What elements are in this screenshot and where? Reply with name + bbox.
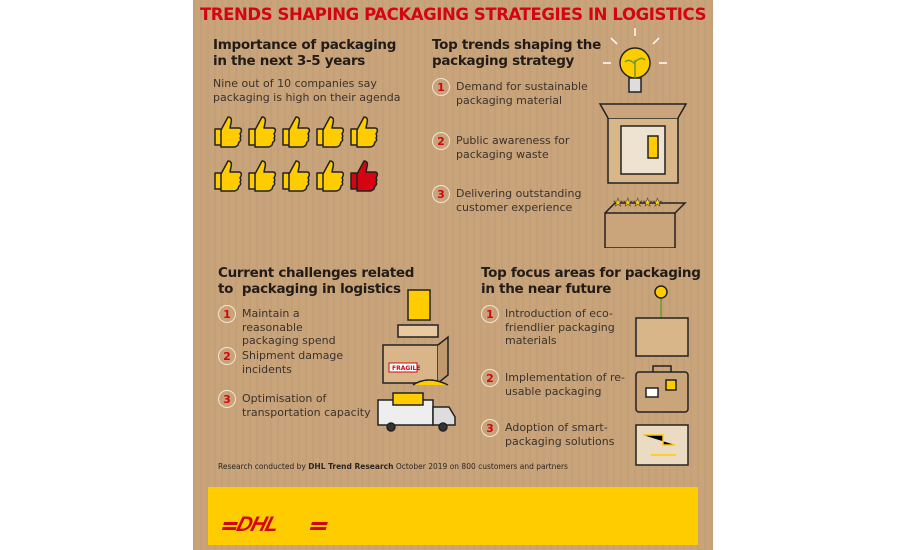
focus-item: 2 Implementation of re-usable packaging <box>481 369 635 398</box>
thumbs-up-icon <box>211 157 245 197</box>
truck-icon <box>377 392 456 432</box>
dhl-logo: DHL <box>219 512 330 539</box>
challenge-item: 3 Optimisation of transportation capacity <box>218 390 372 419</box>
item-text: Shipment damage incidents <box>242 349 344 376</box>
logo-text: DHL <box>234 512 280 534</box>
page-title: TRENDS SHAPING PACKAGING STRATEGIES IN L… <box>199 5 707 24</box>
item-text: Optimisation of transportation capacity <box>242 392 371 419</box>
heading-line: Importance of packaging <box>213 37 397 53</box>
item-text: Delivering outstanding customer experien… <box>456 187 582 214</box>
item-text: Adoption of smart-packaging solutions <box>505 421 615 448</box>
open-box-icon <box>598 103 688 184</box>
number-badge: 1 <box>432 78 450 96</box>
thumbs-up-grid <box>211 113 381 197</box>
fragile-label <box>388 362 418 373</box>
item-text: Demand for sustainable packaging materia… <box>456 80 588 107</box>
item-text: Public awareness for packaging waste <box>456 134 570 161</box>
trend-item: 1 Demand for sustainable packaging materi… <box>432 78 606 107</box>
thumbs-up-icon <box>245 113 279 153</box>
heading-line: packaging strategy <box>432 52 575 69</box>
trend-item: 2 Public awareness for packaging waste <box>432 132 576 161</box>
trend-item: 3 Delivering outstanding customer experie… <box>432 185 586 214</box>
thumbs-up-icon <box>347 157 381 197</box>
thumbs-up-icon <box>313 157 347 197</box>
item-text: Implementation of re-usable packaging <box>505 371 625 398</box>
suitcase-box-icon <box>635 365 689 413</box>
thumbs-up-icon <box>279 113 313 153</box>
number-badge: 3 <box>218 390 236 408</box>
thumbs-up-icon <box>245 157 279 197</box>
money-hand-icon <box>397 289 439 338</box>
footnote-text: Research conducted by <box>218 462 309 471</box>
footnote-source: DHL Trend Research <box>308 462 394 471</box>
heading-line: Top trends shaping the <box>432 37 601 53</box>
focus-illustrations <box>635 285 689 466</box>
focus-item: 3 Adoption of smart-packaging solutions <box>481 419 625 448</box>
brand-band: DHL <box>208 487 698 545</box>
number-badge: 2 <box>432 132 450 150</box>
number-badge: 3 <box>432 185 450 203</box>
svg-text:★★★★★: ★★★★★ <box>613 196 662 209</box>
number-badge: 1 <box>218 305 236 323</box>
heading-line: in the near future <box>481 280 612 297</box>
smart-box-icon <box>635 424 689 466</box>
text-line: Nine out of 10 companies say <box>213 77 377 90</box>
rated-box-icon: ★★★★★ <box>604 196 687 248</box>
challenge-illustrations: FRAGILE <box>377 289 456 432</box>
thumbs-up-icon <box>313 113 347 153</box>
footnote-text: October 2019 on 800 customers and partne… <box>393 462 568 471</box>
heading-line: Top focus areas for packaging <box>481 265 701 281</box>
number-badge: 1 <box>481 305 499 323</box>
heading-line: to packaging in logistics <box>218 280 401 297</box>
trend-illustrations: ★★★★★ <box>598 28 688 248</box>
challenge-item: 1 Maintain a reasonable packaging spend <box>218 305 362 348</box>
fragile-label-text: FRAGILE <box>392 365 420 372</box>
number-badge: 2 <box>218 347 236 365</box>
focus-item: 1 Introduction of eco-friendlier packagin… <box>481 305 635 348</box>
thumbs-up-icon <box>211 113 245 153</box>
heading-line: Current challenges related <box>218 265 415 281</box>
item-text: Introduction of eco-friendlier packaging… <box>505 307 615 347</box>
thumbs-up-icon <box>279 157 313 197</box>
thumbs-up-icon <box>347 113 381 153</box>
number-badge: 3 <box>481 419 499 437</box>
item-text: Maintain a reasonable packaging spend <box>242 307 336 347</box>
infographic-panel: TRENDS SHAPING PACKAGING STRATEGIES IN L… <box>193 0 713 550</box>
footnote: Research conducted by DHL Trend Research… <box>218 462 568 471</box>
fragile-box-icon <box>382 335 449 386</box>
number-badge: 2 <box>481 369 499 387</box>
challenge-item: 2 Shipment damage incidents <box>218 347 352 376</box>
heading-line: in the next 3-5 years <box>213 52 366 69</box>
text-line: packaging is high on their agenda <box>213 90 401 104</box>
plant-box-icon <box>635 285 689 357</box>
lightbulb-icon <box>603 28 667 93</box>
dhl-logo-mark: DHL <box>221 512 328 536</box>
